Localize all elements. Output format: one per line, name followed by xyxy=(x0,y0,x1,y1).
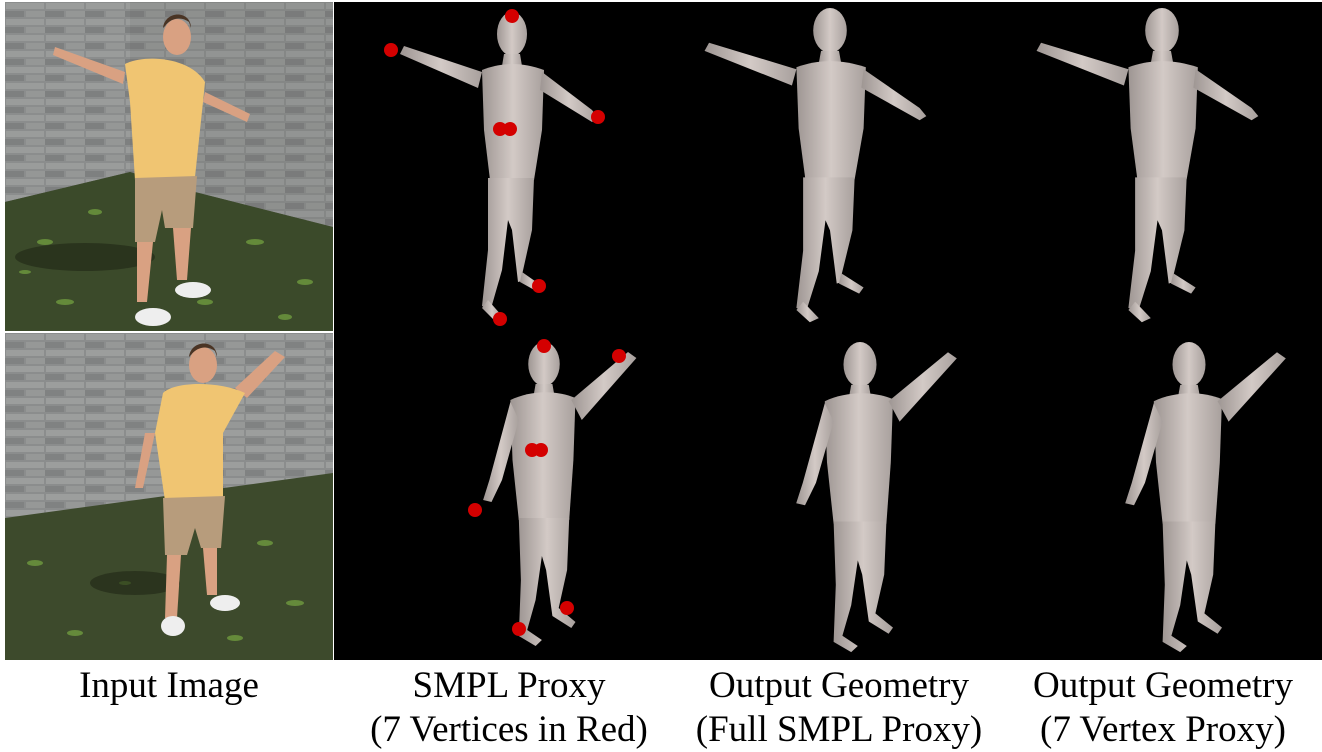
output-seven-row-1 xyxy=(1036,8,1259,323)
caption-input-line-1: Input Image xyxy=(79,665,259,706)
output-seven-row-2 xyxy=(1125,342,1286,653)
input-image-row-1 xyxy=(5,2,333,331)
caption-smpl-line-2: (7 Vertices in Red) xyxy=(370,709,648,750)
caption-full-line-1: Output Geometry xyxy=(709,665,969,706)
output-full-row-2 xyxy=(796,342,957,653)
smpl-proxy-row-2 xyxy=(468,339,637,646)
vertex-markers-row-2 xyxy=(468,339,626,636)
caption-seven-line-1: Output Geometry xyxy=(1033,665,1293,706)
caption-input-image: Input Image xyxy=(5,664,333,708)
caption-output-seven: Output Geometry (7 Vertex Proxy) xyxy=(1004,664,1322,752)
smpl-proxy-row-1 xyxy=(384,9,605,326)
caption-full-line-2: (Full SMPL Proxy) xyxy=(695,709,983,750)
caption-smpl-proxy: SMPL Proxy (7 Vertices in Red) xyxy=(344,664,674,752)
vertex-markers-row-1 xyxy=(384,9,605,326)
caption-seven-line-2: (7 Vertex Proxy) xyxy=(1040,709,1286,750)
input-image-row-2 xyxy=(5,333,333,660)
output-full-row-1 xyxy=(704,8,927,323)
caption-smpl-line-1: SMPL Proxy xyxy=(412,665,606,706)
caption-output-full: Output Geometry (Full SMPL Proxy) xyxy=(674,664,1004,752)
render-area xyxy=(334,2,1322,660)
